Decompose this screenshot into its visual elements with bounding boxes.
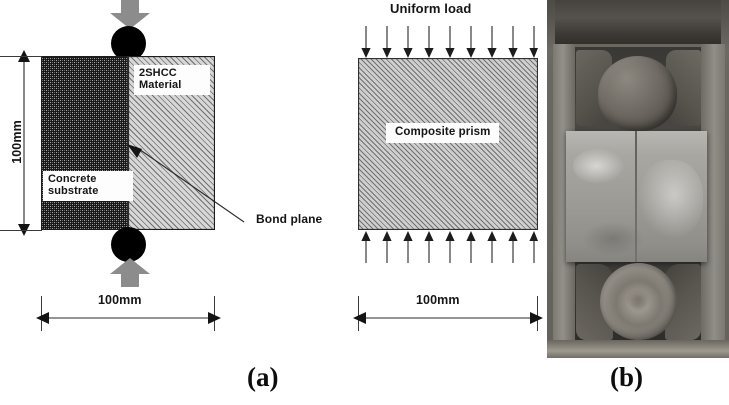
prism-width-extension-left bbox=[358, 296, 359, 331]
width-dimension-label: 100mm bbox=[98, 293, 142, 307]
prism-width-dimension-label: 100mm bbox=[416, 293, 460, 307]
machine-base-plate bbox=[547, 340, 729, 358]
bond-plane-line bbox=[127, 56, 129, 230]
caption-a: (a) bbox=[247, 362, 279, 392]
specimen-bond-seam bbox=[635, 131, 637, 262]
lower-platen-center-mark bbox=[626, 289, 650, 309]
panel-b: (b) bbox=[545, 0, 729, 405]
top-load-arrow-icon bbox=[110, 0, 150, 29]
width-dim-extension-left bbox=[41, 296, 42, 331]
bond-plane-label: Bond plane bbox=[256, 212, 323, 226]
uniform-load-top-arrows bbox=[361, 26, 538, 58]
shcc-material-label: 2SHCC Material bbox=[134, 65, 210, 95]
bottom-load-arrow-icon bbox=[110, 258, 150, 287]
width-dim-extension-right bbox=[214, 296, 215, 331]
height-dimension-label: 100mm bbox=[10, 120, 24, 164]
composite-prism-label: Composite prism bbox=[386, 123, 500, 143]
frame-left-column bbox=[553, 44, 575, 344]
specimen-stain-bottom bbox=[583, 222, 643, 256]
bond-plane-leader-line bbox=[127, 144, 245, 223]
width-dimension-line bbox=[36, 312, 221, 324]
top-platen-icon bbox=[111, 26, 146, 61]
upper-platen-disc bbox=[598, 56, 677, 131]
concrete-substrate-block bbox=[41, 56, 128, 230]
panel-a: 2SHCC Material Concrete substrate Bond p… bbox=[0, 0, 345, 405]
concrete-substrate-label: Concrete substrate bbox=[43, 171, 133, 201]
composite-prism-block bbox=[358, 58, 538, 230]
uniform-load-bottom-arrows bbox=[361, 231, 538, 263]
upper-ram bbox=[555, 0, 721, 44]
panel-uniform-load: Uniform load bbox=[345, 0, 545, 405]
height-dim-extension-top bbox=[0, 55, 42, 57]
test-setup-photograph bbox=[547, 0, 729, 358]
bottom-platen-icon bbox=[111, 227, 146, 262]
specimen-stain-right bbox=[639, 160, 703, 238]
uniform-load-title: Uniform load bbox=[390, 1, 472, 16]
prism-width-extension-right bbox=[537, 296, 538, 331]
specimen-stain-left bbox=[573, 148, 625, 184]
caption-b: (b) bbox=[610, 362, 643, 392]
height-dim-extension-bottom bbox=[0, 229, 42, 231]
prism-width-dimension-line bbox=[353, 312, 543, 324]
